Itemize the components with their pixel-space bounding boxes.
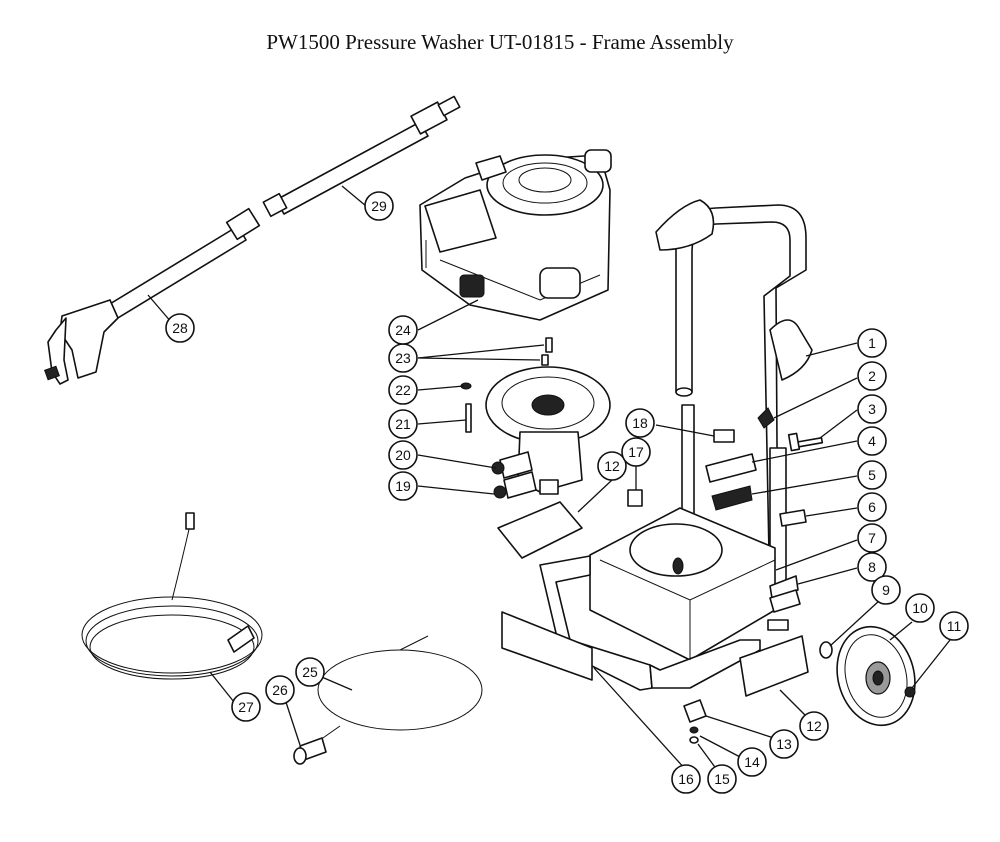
svg-text:19: 19 [395, 478, 411, 494]
callout-29: 29 [364, 191, 394, 221]
svg-text:21: 21 [395, 416, 411, 432]
callout-10: 10 [905, 593, 935, 623]
svg-text:27: 27 [238, 699, 254, 715]
svg-text:2: 2 [868, 368, 876, 384]
callout-15: 15 [707, 764, 737, 794]
callout-25: 25 [295, 657, 325, 687]
callout-14: 14 [737, 747, 767, 777]
callout-12-upper: 12 [597, 451, 627, 481]
handle-knob-and-bolt[interactable] [757, 407, 824, 452]
svg-text:17: 17 [628, 444, 644, 460]
handle-frame[interactable] [655, 199, 813, 607]
callout-19: 19 [388, 471, 418, 501]
svg-text:5: 5 [868, 467, 876, 483]
wheel-assembly[interactable] [819, 618, 926, 734]
callout-21: 21 [388, 409, 418, 439]
siphon-tube[interactable] [293, 635, 483, 765]
svg-text:9: 9 [882, 582, 890, 598]
callout-16: 16 [671, 764, 701, 794]
svg-text:28: 28 [172, 320, 188, 336]
svg-text:14: 14 [744, 754, 760, 770]
callout-5: 5 [857, 460, 887, 490]
callout-24: 24 [388, 315, 418, 345]
svg-text:15: 15 [714, 771, 730, 787]
svg-text:25: 25 [302, 664, 318, 680]
callout-12-lower: 12 [799, 711, 829, 741]
svg-text:23: 23 [395, 350, 411, 366]
svg-text:22: 22 [395, 382, 411, 398]
svg-text:29: 29 [371, 198, 387, 214]
svg-text:1: 1 [868, 335, 876, 351]
frame-cart-base[interactable] [539, 507, 789, 691]
callout-28: 28 [165, 313, 195, 343]
svg-text:12: 12 [806, 718, 822, 734]
callout-7: 7 [857, 523, 887, 553]
callout-13: 13 [769, 729, 799, 759]
page-title: PW1500 Pressure Washer UT-01815 - Frame … [266, 30, 734, 54]
callout-2: 2 [857, 361, 887, 391]
svg-text:7: 7 [868, 530, 876, 546]
svg-text:13: 13 [776, 736, 792, 752]
pump-assembly[interactable] [485, 366, 611, 499]
high-pressure-hose[interactable] [81, 512, 263, 680]
callout-22: 22 [388, 375, 418, 405]
svg-text:20: 20 [395, 447, 411, 463]
spray-gun[interactable] [44, 207, 261, 385]
decals[interactable] [497, 429, 809, 697]
callout-8: 8 [857, 552, 887, 582]
callout-3: 3 [857, 394, 887, 424]
callout-17: 17 [621, 437, 651, 467]
svg-text:12: 12 [604, 458, 620, 474]
svg-text:24: 24 [395, 322, 411, 338]
callout-26: 26 [265, 675, 295, 705]
engine[interactable] [419, 149, 612, 321]
callout-20: 20 [388, 440, 418, 470]
callout-27: 27 [231, 692, 261, 722]
foot-bracket-hardware[interactable] [683, 699, 707, 744]
callout-1: 1 [857, 328, 887, 358]
svg-text:4: 4 [868, 433, 876, 449]
callout-18: 18 [625, 408, 655, 438]
svg-text:11: 11 [947, 618, 962, 634]
svg-text:16: 16 [678, 771, 694, 787]
callout-6: 6 [857, 492, 887, 522]
spray-wand-extension[interactable] [262, 95, 461, 218]
callout-4: 4 [857, 426, 887, 456]
svg-text:3: 3 [868, 401, 876, 417]
svg-text:10: 10 [912, 600, 928, 616]
svg-text:26: 26 [272, 682, 288, 698]
callout-23: 23 [388, 343, 418, 373]
svg-text:6: 6 [868, 499, 876, 515]
svg-text:18: 18 [632, 415, 648, 431]
svg-text:8: 8 [868, 559, 876, 575]
callout-9: 9 [871, 575, 901, 605]
callout-11: 11 [939, 611, 969, 641]
